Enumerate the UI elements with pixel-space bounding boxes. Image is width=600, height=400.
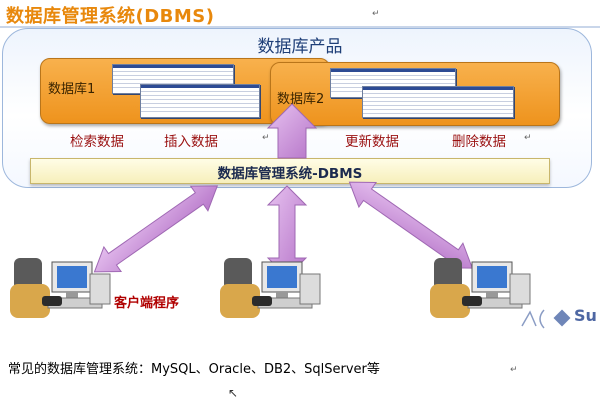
operation-insert-label: 插入数据 (164, 134, 218, 150)
database-1-table-window (140, 84, 260, 118)
operation-update-label: 更新数据 (345, 134, 399, 150)
client-program-label: 客户端程序 (114, 296, 180, 311)
operation-retrieve-label: 检索数据 (70, 134, 124, 150)
database-1-label: 数据库1 (48, 82, 96, 97)
database-product-title: 数据库产品 (257, 37, 343, 57)
paragraph-mark: ↵ (524, 133, 532, 143)
footer-note: 常见的数据库管理系统：MySQL、Oracle、DB2、SqlServer等 (8, 362, 380, 377)
paragraph-mark: ↵ (262, 133, 270, 143)
center-double-arrow (266, 185, 308, 278)
database-2-label: 数据库2 (277, 92, 325, 107)
client-computer-icon (430, 258, 531, 318)
page-title: 数据库管理系统(DBMS) (6, 6, 215, 27)
database-2-table-window (362, 86, 514, 118)
left-double-arrow (93, 185, 219, 273)
logo-text: Su (574, 306, 597, 325)
paragraph-mark: ↵ (372, 9, 380, 19)
mouse-cursor-icon: ↖ (228, 386, 239, 400)
paragraph-mark: ↵ (510, 365, 518, 375)
client-computer-icon (220, 258, 321, 318)
operation-delete-label: 删除数据 (452, 134, 506, 150)
client-computer-icon (10, 258, 111, 318)
title-divider (0, 26, 600, 28)
up-arrow-to-database (266, 103, 318, 159)
dbms-label: 数据库管理系统-DBMS (217, 166, 363, 182)
sun-logo-icon (521, 309, 571, 329)
